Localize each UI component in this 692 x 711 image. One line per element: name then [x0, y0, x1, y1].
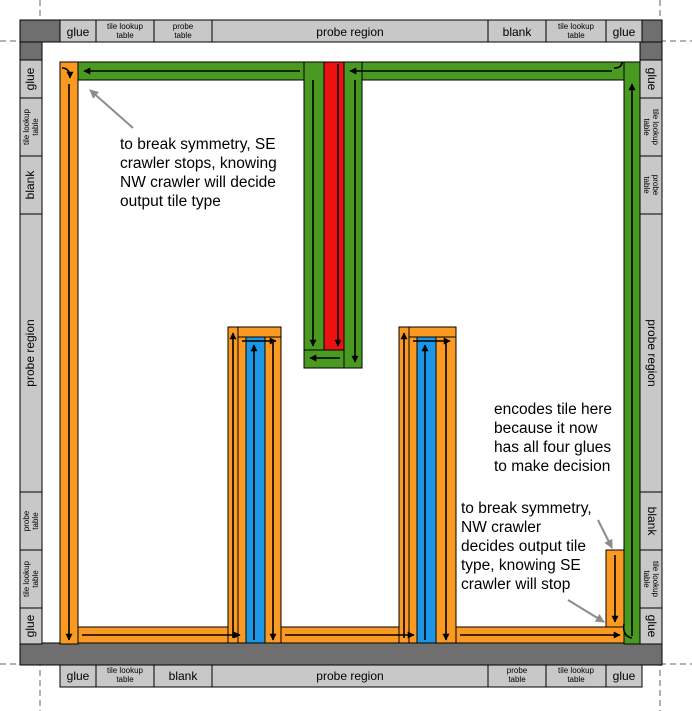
top-glue-left-label: glue — [67, 25, 90, 39]
top-tile-lookup-right-label-1: tile lookup — [558, 22, 595, 31]
orange-tower-right-cap — [408, 326, 457, 338]
left-tile-lookup-label-2: table — [31, 118, 40, 136]
annotation-line: crawler stops, knowing — [120, 155, 277, 172]
right-probe-table-label-2: table — [642, 176, 651, 194]
annotation-pointers — [89, 89, 613, 623]
bottom-probe-region-label: probe region — [316, 669, 383, 683]
top-probe-region-label: probe region — [316, 25, 383, 39]
left-tile-lookup-label-1: tile lookup — [22, 108, 31, 145]
bottom-probe-table-label-1: probe — [507, 666, 528, 675]
bottom-tile-lookup-label-2: table — [116, 675, 134, 684]
left-edge-blocks: glue tile lookup table blank probe regio… — [19, 59, 43, 645]
blue-crawler-paths — [245, 336, 437, 644]
green-stem-right — [343, 61, 363, 369]
right-probe-region-label: probe region — [645, 319, 659, 386]
right-tile-lookup-label-1: tile lookup — [651, 109, 660, 146]
annotation-line: to break symmetry, SE — [120, 136, 276, 153]
top-edge-blocks: glue tile lookup table probe table probe… — [59, 19, 643, 43]
left-tile-lookup-bottom-label-2: table — [31, 570, 40, 588]
flow-arrows — [61, 61, 636, 641]
top-tile-lookup-label-2: table — [116, 31, 134, 40]
annotation-line: because it now — [494, 420, 598, 437]
bottom-blank-label: blank — [169, 669, 199, 683]
blue-column-left — [245, 336, 266, 644]
top-probe-table-label-2: table — [174, 31, 192, 40]
annotation-line: to break symmetry, — [461, 500, 592, 517]
top-tile-lookup-label-1: tile lookup — [107, 22, 144, 31]
annotation-line: decides output tile — [461, 538, 586, 555]
right-tile-lookup-label-2: table — [642, 118, 651, 136]
annotation-line: NW crawler will decide — [120, 174, 276, 191]
red-crawler-path — [323, 61, 345, 351]
bottom-probe-table-label-2: table — [508, 675, 526, 684]
top-probe-table-label-1: probe — [173, 22, 194, 31]
orange-tower-right-b — [408, 336, 418, 644]
bottom-edge-blocks: glue tile lookup table blank probe regio… — [59, 664, 643, 688]
annotation-se-crawler-stops: to break symmetry, SE crawler stops, kno… — [120, 135, 277, 211]
annotation-line: encodes tile here — [494, 401, 613, 418]
left-glue-bottom-label: glue — [23, 614, 37, 637]
blue-column-right — [416, 336, 437, 644]
bottom-tile-lookup-right-label-1: tile lookup — [558, 666, 595, 675]
annotation-line: crawler will stop — [461, 576, 571, 593]
left-probe-region-label: probe region — [23, 319, 37, 386]
left-glue-top-label: glue — [23, 67, 37, 90]
annotation-line: has all four glues — [494, 439, 612, 456]
left-probe-table-label-2: table — [31, 512, 40, 530]
bottom-glue-right-label: glue — [613, 669, 636, 683]
annotation-line: type, knowing SE — [461, 557, 581, 574]
right-glue-bottom-label: glue — [645, 615, 659, 638]
left-blank-label: blank — [23, 170, 37, 200]
annotation-nw-crawler-decides: to break symmetry, NW crawler decides ou… — [461, 499, 592, 594]
right-probe-table-label-1: probe — [651, 175, 660, 196]
right-blank-label: blank — [645, 507, 659, 537]
left-probe-table-label-1: probe — [22, 510, 31, 531]
bottom-glue-left-label: glue — [67, 669, 90, 683]
right-glue-top-label: glue — [645, 68, 659, 91]
top-glue-right-label: glue — [613, 25, 636, 39]
top-tile-lookup-right-label-2: table — [567, 31, 585, 40]
orange-tower-left-b — [237, 336, 247, 644]
annotation-line: NW crawler — [461, 519, 542, 536]
green-stem-left — [303, 61, 325, 351]
annotation-encodes-tile: encodes tile here because it now has all… — [494, 400, 612, 476]
green-stem-cap — [303, 349, 345, 369]
annotation-line: output tile type — [120, 193, 221, 210]
annotation-line: to make decision — [494, 458, 611, 475]
right-tile-lookup-bottom-label-2: table — [642, 570, 651, 588]
bottom-tile-lookup-label-1: tile lookup — [107, 666, 144, 675]
right-edge-blocks: glue tile lookup table probe table probe… — [639, 59, 663, 645]
top-blank-label: blank — [503, 25, 533, 39]
bottom-tile-lookup-right-label-2: table — [567, 675, 585, 684]
right-tile-lookup-bottom-label-1: tile lookup — [651, 561, 660, 598]
left-tile-lookup-bottom-label-1: tile lookup — [22, 560, 31, 597]
orange-tower-left-cap — [237, 326, 282, 338]
